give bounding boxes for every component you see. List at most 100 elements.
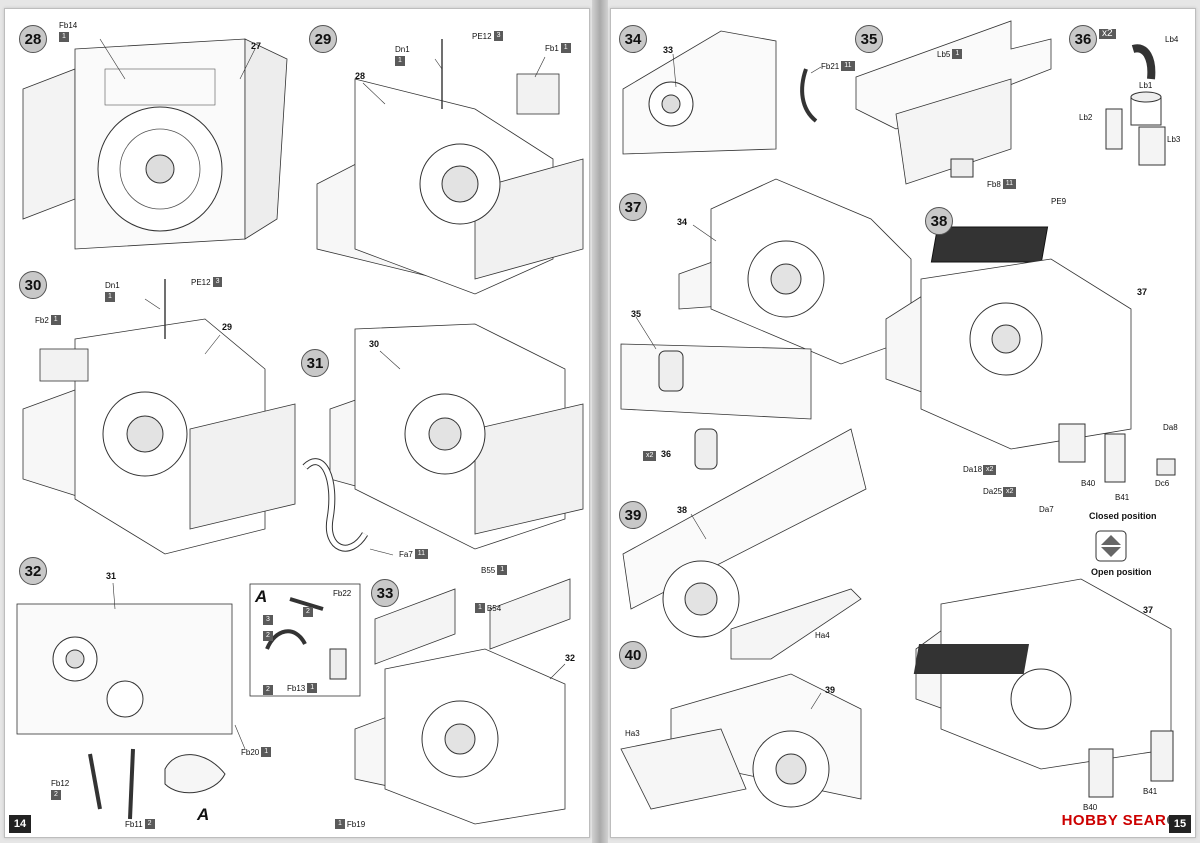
step-number-29: 29 — [309, 25, 337, 53]
callout-fb20: Fb20 1 — [241, 747, 272, 757]
ref-step-37-closed: 37 — [1137, 287, 1148, 297]
callout-pe12: PE12 3 — [472, 31, 504, 41]
step-number-31: 31 — [301, 349, 329, 377]
ref-step-35: 35 — [631, 309, 642, 319]
step-seq-2: 2 — [263, 631, 273, 641]
ref-step-28: 28 — [355, 71, 366, 81]
callout-fb22-qty: 2 — [303, 607, 313, 617]
step-38-drawing — [885, 226, 1176, 483]
step-number-39: 39 — [619, 501, 647, 529]
part-code: PE12 — [191, 277, 211, 287]
sprue-qty: 1 — [307, 683, 318, 693]
sprue-qty: 11 — [1002, 179, 1017, 189]
step-29-drawing — [316, 39, 584, 295]
ref-step-36: 36 — [661, 449, 672, 459]
position-toggle-graphic — [1095, 530, 1127, 562]
ref-step-39: 39 — [825, 685, 836, 695]
left-page-artwork — [16, 38, 584, 825]
part-ha3: Ha3 — [625, 729, 640, 738]
step-33-drawing — [354, 578, 571, 825]
watermark-red: HOBBY SEAR — [1061, 812, 1167, 829]
callout-b55: B55 1 — [481, 565, 508, 575]
callout-b54: 1 B54 — [475, 603, 501, 613]
sprue-qty: 3 — [493, 31, 504, 41]
sprue-qty: 1 — [59, 32, 69, 42]
open-position-label: Open position — [1091, 567, 1152, 577]
sprue-qty: 1 — [560, 43, 571, 53]
sprue-qty: 1 — [395, 56, 405, 66]
ref-step-30: 30 — [369, 339, 380, 349]
multiplier-x2-da25: x2 — [1003, 487, 1017, 497]
step-30-drawing — [22, 279, 296, 555]
step-39-drawing — [622, 428, 867, 660]
part-code: Fb21 — [821, 61, 840, 71]
step-number-36: 36 — [1069, 25, 1097, 53]
callout-pe12-s30: PE12 3 — [191, 277, 223, 287]
multiplier-x2: x2 — [1099, 29, 1116, 39]
callout-fb21: Fb21 11 — [821, 61, 855, 71]
part-code: Lb5 — [937, 49, 951, 59]
step-number-40: 40 — [619, 641, 647, 669]
part-b40-closed: B40 — [1081, 479, 1096, 488]
multiplier-x2-s37: x2 — [643, 451, 657, 461]
sprue-qty: 1 — [105, 292, 115, 302]
part-da8: Da8 — [1163, 423, 1178, 432]
part-code: Fb2 — [35, 315, 49, 325]
step-number-34: 34 — [619, 25, 647, 53]
step-37-drawing — [620, 178, 912, 470]
sprue-qty: 1 — [475, 603, 485, 613]
ref-step-31: 31 — [106, 571, 117, 581]
callout-fb12: Fb12 2 — [51, 779, 69, 800]
part-code: Fb12 — [51, 779, 70, 788]
callout-fb1: Fb1 1 — [545, 43, 571, 53]
callout-fb13: Fb13 1 — [287, 683, 318, 693]
part-da18: Da18 — [963, 465, 983, 474]
part-lb3: Lb3 — [1167, 135, 1181, 144]
step-38-open-drawing — [913, 578, 1174, 798]
callout-fb2: Fb2 1 — [35, 315, 61, 325]
part-code: Fb19 — [346, 819, 366, 829]
ref-step-33: 33 — [663, 45, 674, 55]
part-b41-closed: B41 — [1115, 493, 1130, 502]
sprue-qty: 1 — [952, 49, 963, 59]
part-code: Fb8 — [987, 179, 1001, 189]
callout-fa7: Fa7 11 — [399, 549, 429, 559]
part-code: B54 — [486, 603, 502, 613]
page-number-left: 14 — [9, 815, 31, 833]
book-spine — [592, 0, 608, 843]
ref-step-38: 38 — [677, 505, 688, 515]
part-code: Fb14 — [59, 21, 78, 30]
step-35-drawing — [855, 20, 1052, 185]
part-code: Fa7 — [399, 549, 413, 559]
step-number-37: 37 — [619, 193, 647, 221]
ref-step-32: 32 — [565, 653, 576, 663]
step-36-drawing — [1105, 44, 1166, 166]
part-code: Fb22 — [333, 589, 352, 598]
instruction-page-left: 28 29 30 31 32 33 Fb14 1 27 Dn1 1 PE12 3… — [4, 8, 590, 838]
sprue-qty: 3 — [212, 277, 223, 287]
sprue-qty: 1 — [497, 565, 508, 575]
step-31-drawing — [302, 323, 584, 552]
sprue-qty: 11 — [841, 61, 855, 71]
step-number-38: 38 — [925, 207, 953, 235]
multiplier-x2-da18: x2 — [983, 465, 997, 475]
sprue-qty: 11 — [414, 549, 429, 559]
part-dc6: Dc6 — [1155, 479, 1170, 488]
part-pe9: PE9 — [1051, 197, 1067, 206]
part-code: B55 — [481, 565, 496, 575]
part-lb4: Lb4 — [1165, 35, 1179, 44]
detail-a-marker: A — [197, 805, 210, 824]
ref-step-34: 34 — [677, 217, 688, 227]
ref-step-29: 29 — [222, 322, 233, 332]
part-code: Fb20 — [241, 747, 260, 757]
callout-fb8: Fb8 11 — [987, 179, 1017, 189]
ref-step-37-open: 37 — [1143, 605, 1154, 615]
part-b40-open: B40 — [1083, 803, 1098, 812]
part-code: Fb11 — [125, 819, 143, 829]
step-number-33: 33 — [371, 579, 399, 607]
part-lb2: Lb2 — [1079, 113, 1093, 122]
callout-fb11: Fb11 2 — [125, 819, 155, 829]
sprue-qty: 2 — [51, 790, 61, 800]
callout-fb14: Fb14 1 — [59, 21, 77, 42]
sprue-qty: 2 — [144, 819, 155, 829]
